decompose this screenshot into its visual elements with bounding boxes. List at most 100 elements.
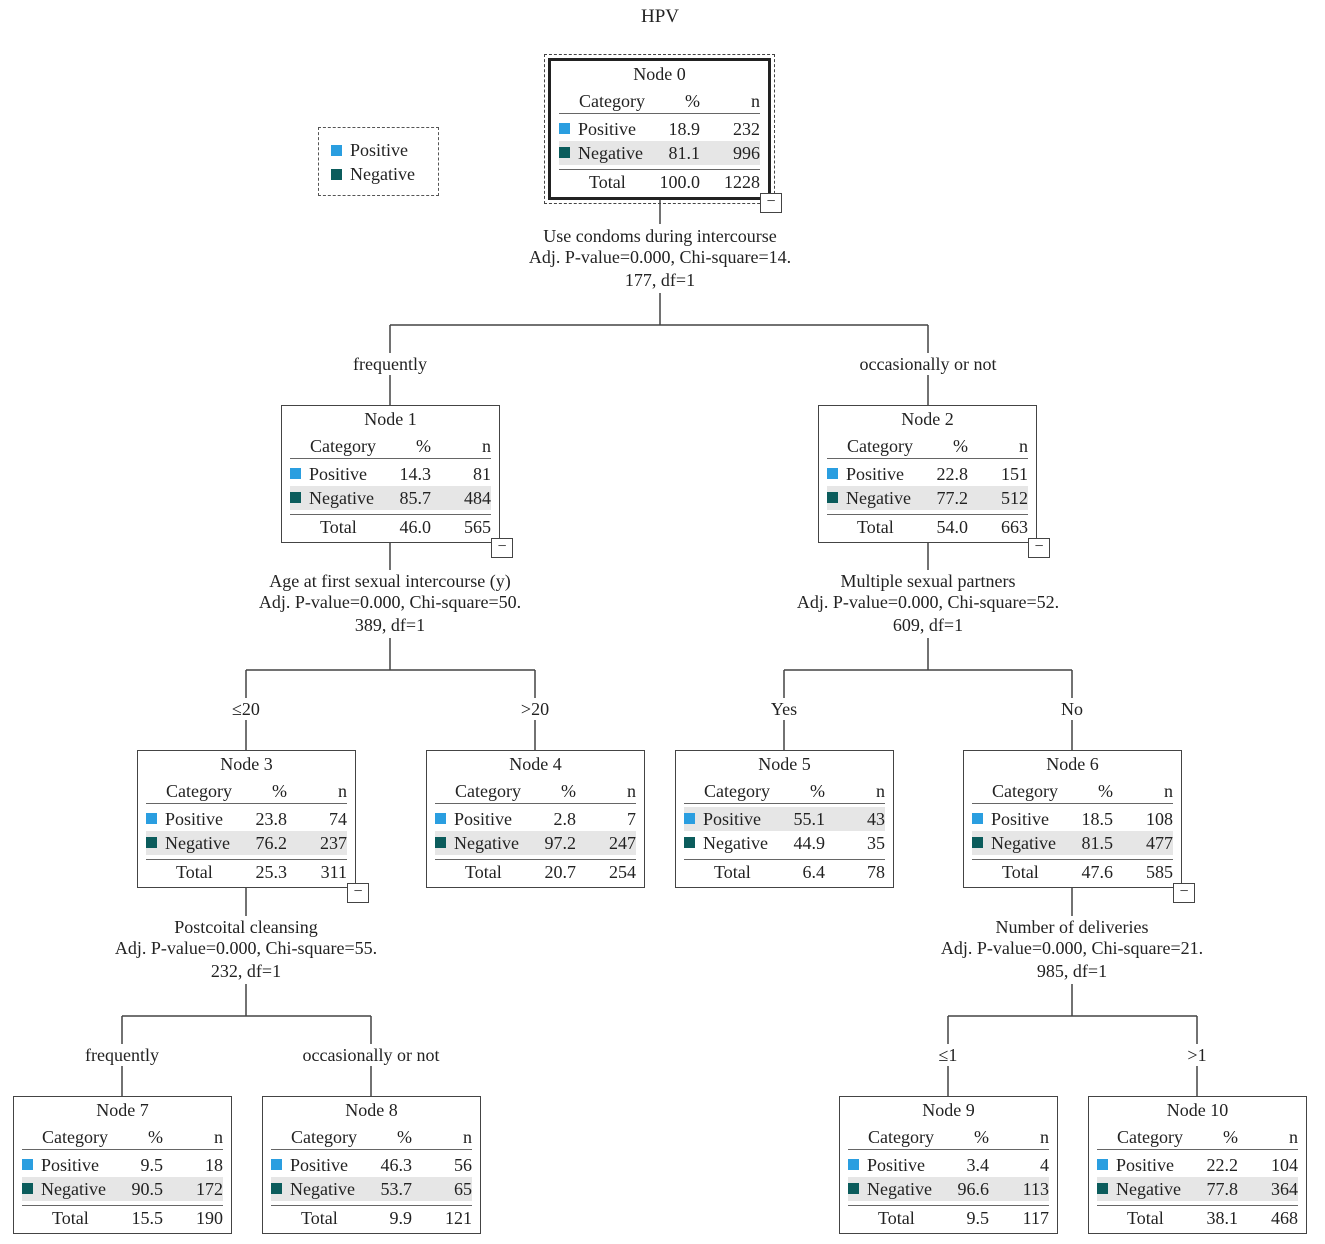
header-category: Category [310, 436, 376, 456]
node-table-header: Category % n [848, 1125, 1049, 1150]
row-positive: Positive 9.5 18 [22, 1153, 223, 1177]
cell-pct: 9.5 [140, 1155, 164, 1175]
row-negative: Negative 97.2 247 [435, 831, 636, 855]
header-n: n [338, 781, 347, 801]
cell-pct: 54.0 [936, 517, 969, 537]
cell-n: 237 [320, 833, 347, 853]
branch-label-frequently: frequently [340, 353, 440, 375]
legend-item-positive: Positive [331, 138, 438, 162]
split-label-node-1: Age at first sexual intercourse (y) Adj.… [215, 570, 565, 638]
cell-category: Positive [41, 1155, 100, 1175]
cell-n: 56 [454, 1155, 472, 1175]
header-pct: % [416, 436, 431, 456]
cell-category: Negative [867, 1179, 932, 1199]
node-title: Node 8 [345, 1100, 398, 1120]
collapse-minus-icon[interactable]: − [1173, 883, 1195, 903]
header-pct: % [561, 781, 576, 801]
cell-pct: 53.7 [380, 1179, 413, 1199]
cell-n: 113 [1022, 1179, 1049, 1199]
row-positive: Positive 22.2 104 [1097, 1153, 1298, 1177]
legend-item-negative: Negative [331, 162, 438, 186]
header-pct: % [953, 436, 968, 456]
cell-category: Negative [846, 488, 911, 508]
node-table-header: Category % n [559, 89, 760, 114]
cell-total-label: Total [1002, 862, 1039, 882]
negative-swatch-icon [271, 1183, 282, 1194]
negative-swatch-icon [1097, 1183, 1108, 1194]
split-stat-cont: 177, df=1 [624, 270, 696, 290]
header-category: Category [1117, 1127, 1183, 1147]
positive-swatch-icon [1097, 1159, 1108, 1170]
cell-category: Negative [41, 1179, 106, 1199]
cell-pct: 81.5 [1081, 833, 1114, 853]
branch-label-frequently-2: frequently [72, 1044, 172, 1066]
positive-swatch-icon [271, 1159, 282, 1170]
tree-node-1: Node 1 Category % n Positive 14.3 81 Neg… [281, 405, 513, 558]
header-pct: % [974, 1127, 989, 1147]
cell-category: Negative [290, 1179, 355, 1199]
cell-n: 663 [1001, 517, 1028, 537]
cell-pct: 15.5 [131, 1208, 164, 1228]
header-n: n [482, 436, 491, 456]
collapse-minus-icon[interactable]: − [760, 193, 782, 213]
negative-swatch-icon [972, 837, 983, 848]
cell-pct: 25.3 [255, 862, 288, 882]
cell-category: Positive [454, 809, 513, 829]
row-total: Total 9.5 117 [848, 1205, 1049, 1230]
node-title: Node 10 [1166, 1100, 1229, 1120]
collapse-minus-icon[interactable]: − [347, 883, 369, 903]
header-n: n [1019, 436, 1028, 456]
cell-total-label: Total [857, 517, 894, 537]
split-label-node-3: Postcoital cleansing Adj. P-value=0.000,… [71, 916, 421, 984]
cell-pct: 47.6 [1081, 862, 1114, 882]
cell-pct: 77.2 [936, 488, 969, 508]
row-positive: Positive 55.1 43 [684, 807, 885, 831]
tree-node-2: Node 2 Category % n Positive 22.8 151 Ne… [818, 405, 1050, 558]
header-category: Category [704, 781, 770, 801]
cell-category: Positive [991, 809, 1050, 829]
cell-n: 117 [1022, 1208, 1049, 1228]
cell-total-label: Total [320, 517, 357, 537]
cell-pct: 3.4 [966, 1155, 990, 1175]
header-pct: % [685, 91, 700, 111]
branch-label-occasionally-2: occasionally or not [281, 1044, 461, 1066]
cell-pct: 6.4 [802, 862, 826, 882]
cell-n: 565 [464, 517, 491, 537]
header-n: n [627, 781, 636, 801]
legend-label: Negative [350, 163, 415, 184]
cell-n: 512 [1001, 488, 1028, 508]
row-total: Total 6.4 78 [684, 859, 885, 884]
row-positive: Positive 3.4 4 [848, 1153, 1049, 1177]
branch-label-occasionally: occasionally or not [838, 353, 1018, 375]
negative-swatch-icon [331, 168, 342, 180]
branch-label-gt1: >1 [1167, 1044, 1227, 1066]
tree-node-9: Node 9 Category % n Positive 3.4 4 Negat… [839, 1096, 1058, 1234]
negative-swatch-icon [684, 837, 695, 848]
header-category: Category [847, 436, 913, 456]
cell-n: 477 [1146, 833, 1173, 853]
node-title: Node 5 [758, 754, 811, 774]
tree-node-8: Node 8 Category % n Positive 46.3 56 Neg… [262, 1096, 481, 1234]
header-category: Category [42, 1127, 108, 1147]
cell-n: 18 [205, 1155, 223, 1175]
cell-category: Positive [846, 464, 905, 484]
header-category: Category [868, 1127, 934, 1147]
cell-pct: 100.0 [659, 172, 701, 192]
split-stat: Adj. P-value=0.000, Chi-square=55. [114, 938, 378, 958]
cell-n: 43 [867, 809, 885, 829]
cell-n: 65 [454, 1179, 472, 1199]
header-pct: % [1223, 1127, 1238, 1147]
split-stat: Adj. P-value=0.000, Chi-square=21. [940, 938, 1204, 958]
collapse-minus-icon[interactable]: − [1028, 538, 1050, 558]
row-total: Total 20.7 254 [435, 859, 636, 884]
collapse-minus-icon[interactable]: − [491, 538, 513, 558]
cell-pct: 22.8 [936, 464, 969, 484]
node-title: Node 9 [922, 1100, 975, 1120]
cell-n: 108 [1146, 809, 1173, 829]
header-n: n [463, 1127, 472, 1147]
cell-n: 254 [609, 862, 636, 882]
row-negative: Negative 53.7 65 [271, 1177, 472, 1201]
row-positive: Positive 2.8 7 [435, 807, 636, 831]
row-positive: Positive 22.8 151 [827, 462, 1028, 486]
node-title: Node 7 [96, 1100, 149, 1120]
